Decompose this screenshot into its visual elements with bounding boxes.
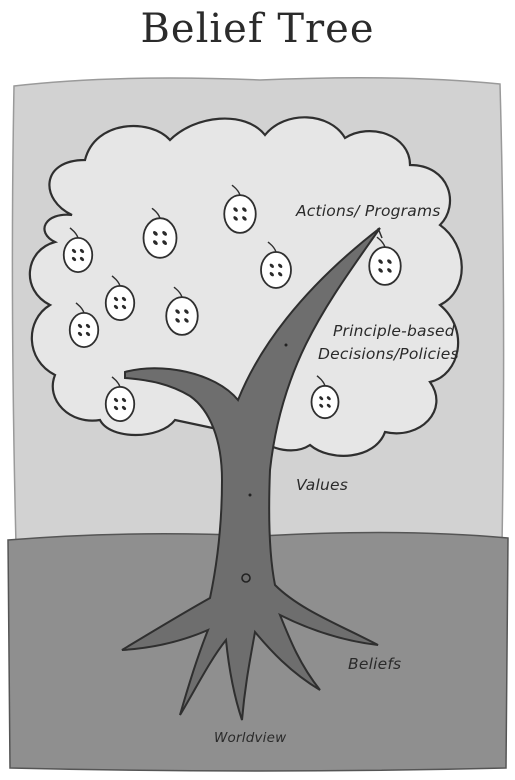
fruit-icon — [310, 375, 340, 420]
page-title: Belief Tree — [140, 6, 375, 52]
fruit-icon — [165, 286, 199, 336]
fruit-icon — [68, 302, 100, 348]
tree-trunk — [121, 227, 381, 721]
fruit-icon — [223, 184, 257, 234]
trunk-knot — [241, 573, 251, 583]
fruit-icon — [104, 275, 136, 321]
label-actions-programs: Actions/ Programs — [296, 202, 441, 220]
fruit-icon — [62, 227, 94, 273]
trunk-dot — [248, 493, 252, 497]
label-principle-based: Principle-based — [333, 322, 455, 340]
label-values: Values — [296, 476, 349, 494]
actions-pointer — [377, 227, 383, 239]
label-beliefs: Beliefs — [348, 655, 402, 673]
fruit-icon — [142, 207, 178, 259]
fruit-icon — [104, 376, 136, 422]
fruit-icon — [260, 241, 292, 289]
fruit-icon — [368, 236, 402, 286]
label-worldview: Worldview — [214, 730, 287, 746]
ground-panel — [7, 531, 509, 772]
label-decisions-policies: Decisions/Policies — [318, 345, 459, 363]
trunk-dot — [284, 343, 288, 347]
